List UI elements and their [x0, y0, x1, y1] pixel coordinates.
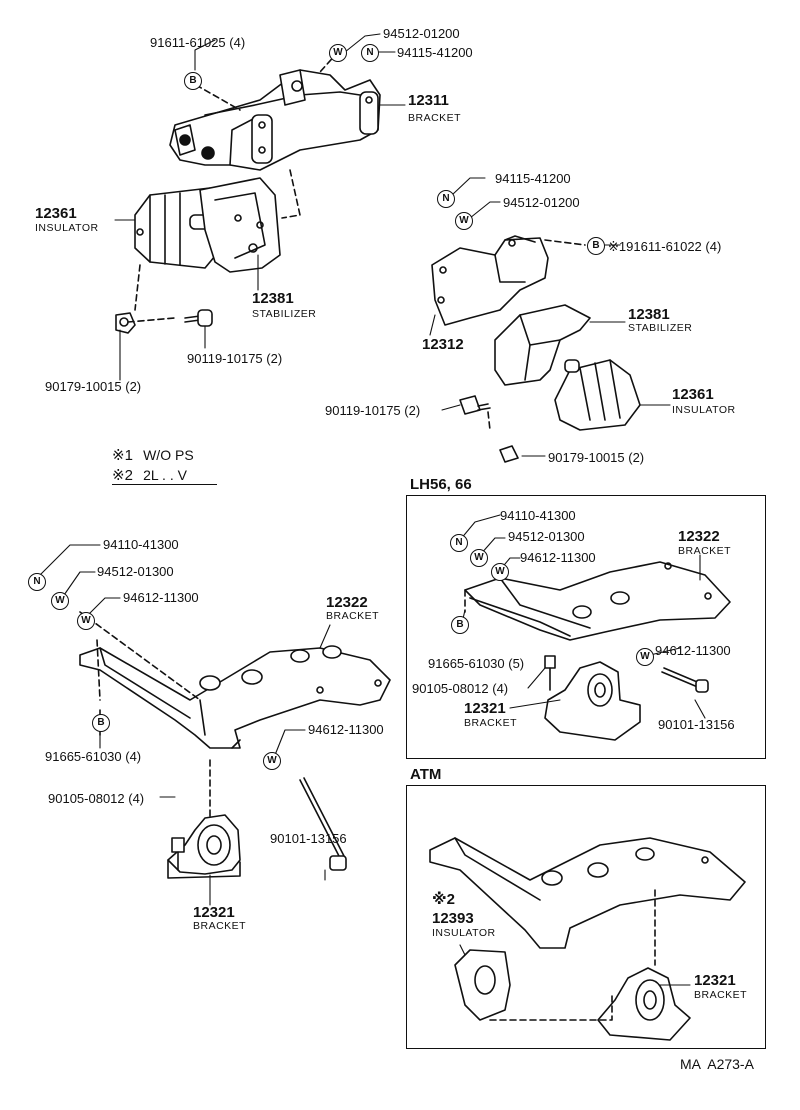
atm-insulator-name: INSULATOR	[432, 927, 496, 939]
tr-washer-label: 94512-01200	[503, 195, 580, 210]
badge-n-top-right: N	[437, 190, 455, 208]
ml-bolt-label: 90105-08012 (4)	[48, 791, 145, 806]
stabilizer-12381-right-drawing	[494, 304, 591, 386]
tr-stabilizer-name: STABILIZER	[628, 322, 693, 334]
bracket-12311-drawing	[169, 69, 381, 171]
badge-w3-mid-left: W	[263, 752, 281, 770]
fasteners-mid-left-drawing	[79, 611, 347, 871]
note-1: ※1 W/O PS	[112, 446, 194, 464]
lh-washer3-label: 94612-11300	[655, 643, 731, 658]
tr-bolt-label: 90119-10175 (2)	[325, 403, 421, 418]
badge-n-lh: N	[450, 534, 468, 552]
badge-w-top-right: W	[455, 212, 473, 230]
tr-insulator-number: 12361	[672, 386, 714, 403]
atm-bracket-number: 12321	[694, 972, 736, 989]
lh-bracket-name: BRACKET	[678, 545, 732, 557]
note-1-mark: ※1	[112, 447, 133, 464]
insulator-12361-right-drawing	[554, 359, 641, 431]
tr-nut2-label: 90179-10015 (2)	[548, 450, 645, 465]
lh-bolt2-label: 90101-13156	[658, 717, 735, 732]
ml-bracket-number: 12322	[326, 594, 368, 611]
tl-insulator-number: 12361	[35, 205, 77, 222]
badge-w-mid-left: W	[51, 592, 69, 610]
lh-nut-label: 94110-41300	[500, 508, 576, 523]
badge-w3-lh: W	[636, 648, 654, 666]
ml-nut-label: 94110-41300	[103, 537, 179, 552]
badge-b-lh: B	[451, 616, 469, 634]
tl-bracket-number: 12311	[408, 92, 449, 109]
badge-n-top-left: N	[361, 44, 379, 62]
tr-insulator-name: INSULATOR	[672, 404, 736, 416]
insulator-12393-drawing	[454, 949, 511, 1021]
lh-section-title: LH56, 66	[410, 476, 472, 493]
fasteners-top-right-drawing	[459, 239, 586, 463]
bracket-12322-drawing	[79, 645, 391, 749]
atm-note-mark: ※2	[432, 891, 455, 908]
bracket-12321-atm-drawing	[597, 967, 691, 1041]
ml-washer3-label: 94612-11300	[308, 722, 384, 737]
ml-bolt2-label: 90101-13156	[270, 831, 347, 846]
ml-bracket-name: BRACKET	[326, 610, 380, 622]
ml-washer2-label: 94612-11300	[123, 590, 199, 605]
ml-bolt-b-label: 91665-61030 (4)	[45, 749, 142, 764]
tl-insulator-name: INSULATOR	[35, 222, 99, 234]
leader-lines	[39, 33, 706, 986]
badge-b-top-left: B	[184, 72, 202, 90]
badge-b-top-right: B	[587, 237, 605, 255]
stabilizer-12381-drawing	[199, 177, 281, 273]
note-2: ※2 2L . . V	[112, 466, 217, 485]
atm-bracket-name: BRACKET	[694, 989, 748, 1001]
lh-washer2-label: 94612-11300	[520, 550, 596, 565]
bracket-12322-lh-drawing	[464, 561, 731, 641]
atm-frame	[406, 785, 766, 1049]
tl-bracket-name: BRACKET	[408, 112, 462, 124]
lh-bracket2-number: 12321	[464, 700, 506, 717]
badge-w2-mid-left: W	[77, 612, 95, 630]
bracket-12321-drawing	[167, 814, 241, 879]
badge-n-mid-left: N	[28, 573, 46, 591]
ml-bracket2-number: 12321	[193, 904, 235, 921]
atm-insulator-number: 12393	[432, 910, 474, 927]
bracket-atm-drawing	[429, 837, 746, 949]
lh56-66-frame	[406, 495, 766, 759]
bracket-12321-lh-drawing	[544, 661, 641, 741]
insulator-12361-drawing	[134, 187, 221, 269]
tl-nut-label: 94115-41200	[397, 45, 473, 60]
tr-stabilizer-number: 12381	[628, 306, 670, 323]
tr-bracket-number: 12312	[422, 336, 464, 353]
tl-bolt-label: 90119-10175 (2)	[187, 351, 283, 366]
tl-stabilizer-number: 12381	[252, 290, 294, 307]
fasteners-top-left-drawing	[115, 51, 339, 334]
tl-stabilizer-name: STABILIZER	[252, 308, 317, 320]
tr-bolt-b-label: ※191611-61022 (4)	[608, 239, 722, 254]
ml-bracket2-name: BRACKET	[193, 920, 247, 932]
note-1-text: W/O PS	[143, 447, 194, 463]
badge-b-mid-left: B	[92, 714, 110, 732]
lh-bolt-label: 90105-08012 (4)	[412, 681, 509, 696]
badge-w-lh: W	[470, 549, 488, 567]
tr-nut-label: 94115-41200	[495, 171, 571, 186]
badge-w2-lh: W	[491, 563, 509, 581]
tl-nut2-label: 90179-10015 (2)	[45, 379, 142, 394]
note-2-mark: ※2	[112, 467, 133, 484]
badge-w-top-left: W	[329, 44, 347, 62]
fasteners-lh-drawing	[464, 589, 709, 693]
note-2-text: 2L . . V	[143, 467, 187, 483]
lh-washer-label: 94512-01300	[508, 529, 585, 544]
tl-bolt-b-label: 91611-61025 (4)	[150, 35, 246, 50]
atm-section-title: ATM	[410, 766, 442, 783]
atm-dashed-lines-drawing	[489, 889, 656, 1021]
tl-washer-label: 94512-01200	[383, 26, 460, 41]
footer-code: MA A273-A	[680, 1056, 754, 1072]
ml-washer-label: 94512-01300	[97, 564, 174, 579]
lh-bolt-b-label: 91665-61030 (5)	[428, 656, 525, 671]
lh-bracket-number: 12322	[678, 528, 720, 545]
lh-bracket2-name: BRACKET	[464, 717, 518, 729]
bracket-12312-drawing	[431, 235, 549, 326]
